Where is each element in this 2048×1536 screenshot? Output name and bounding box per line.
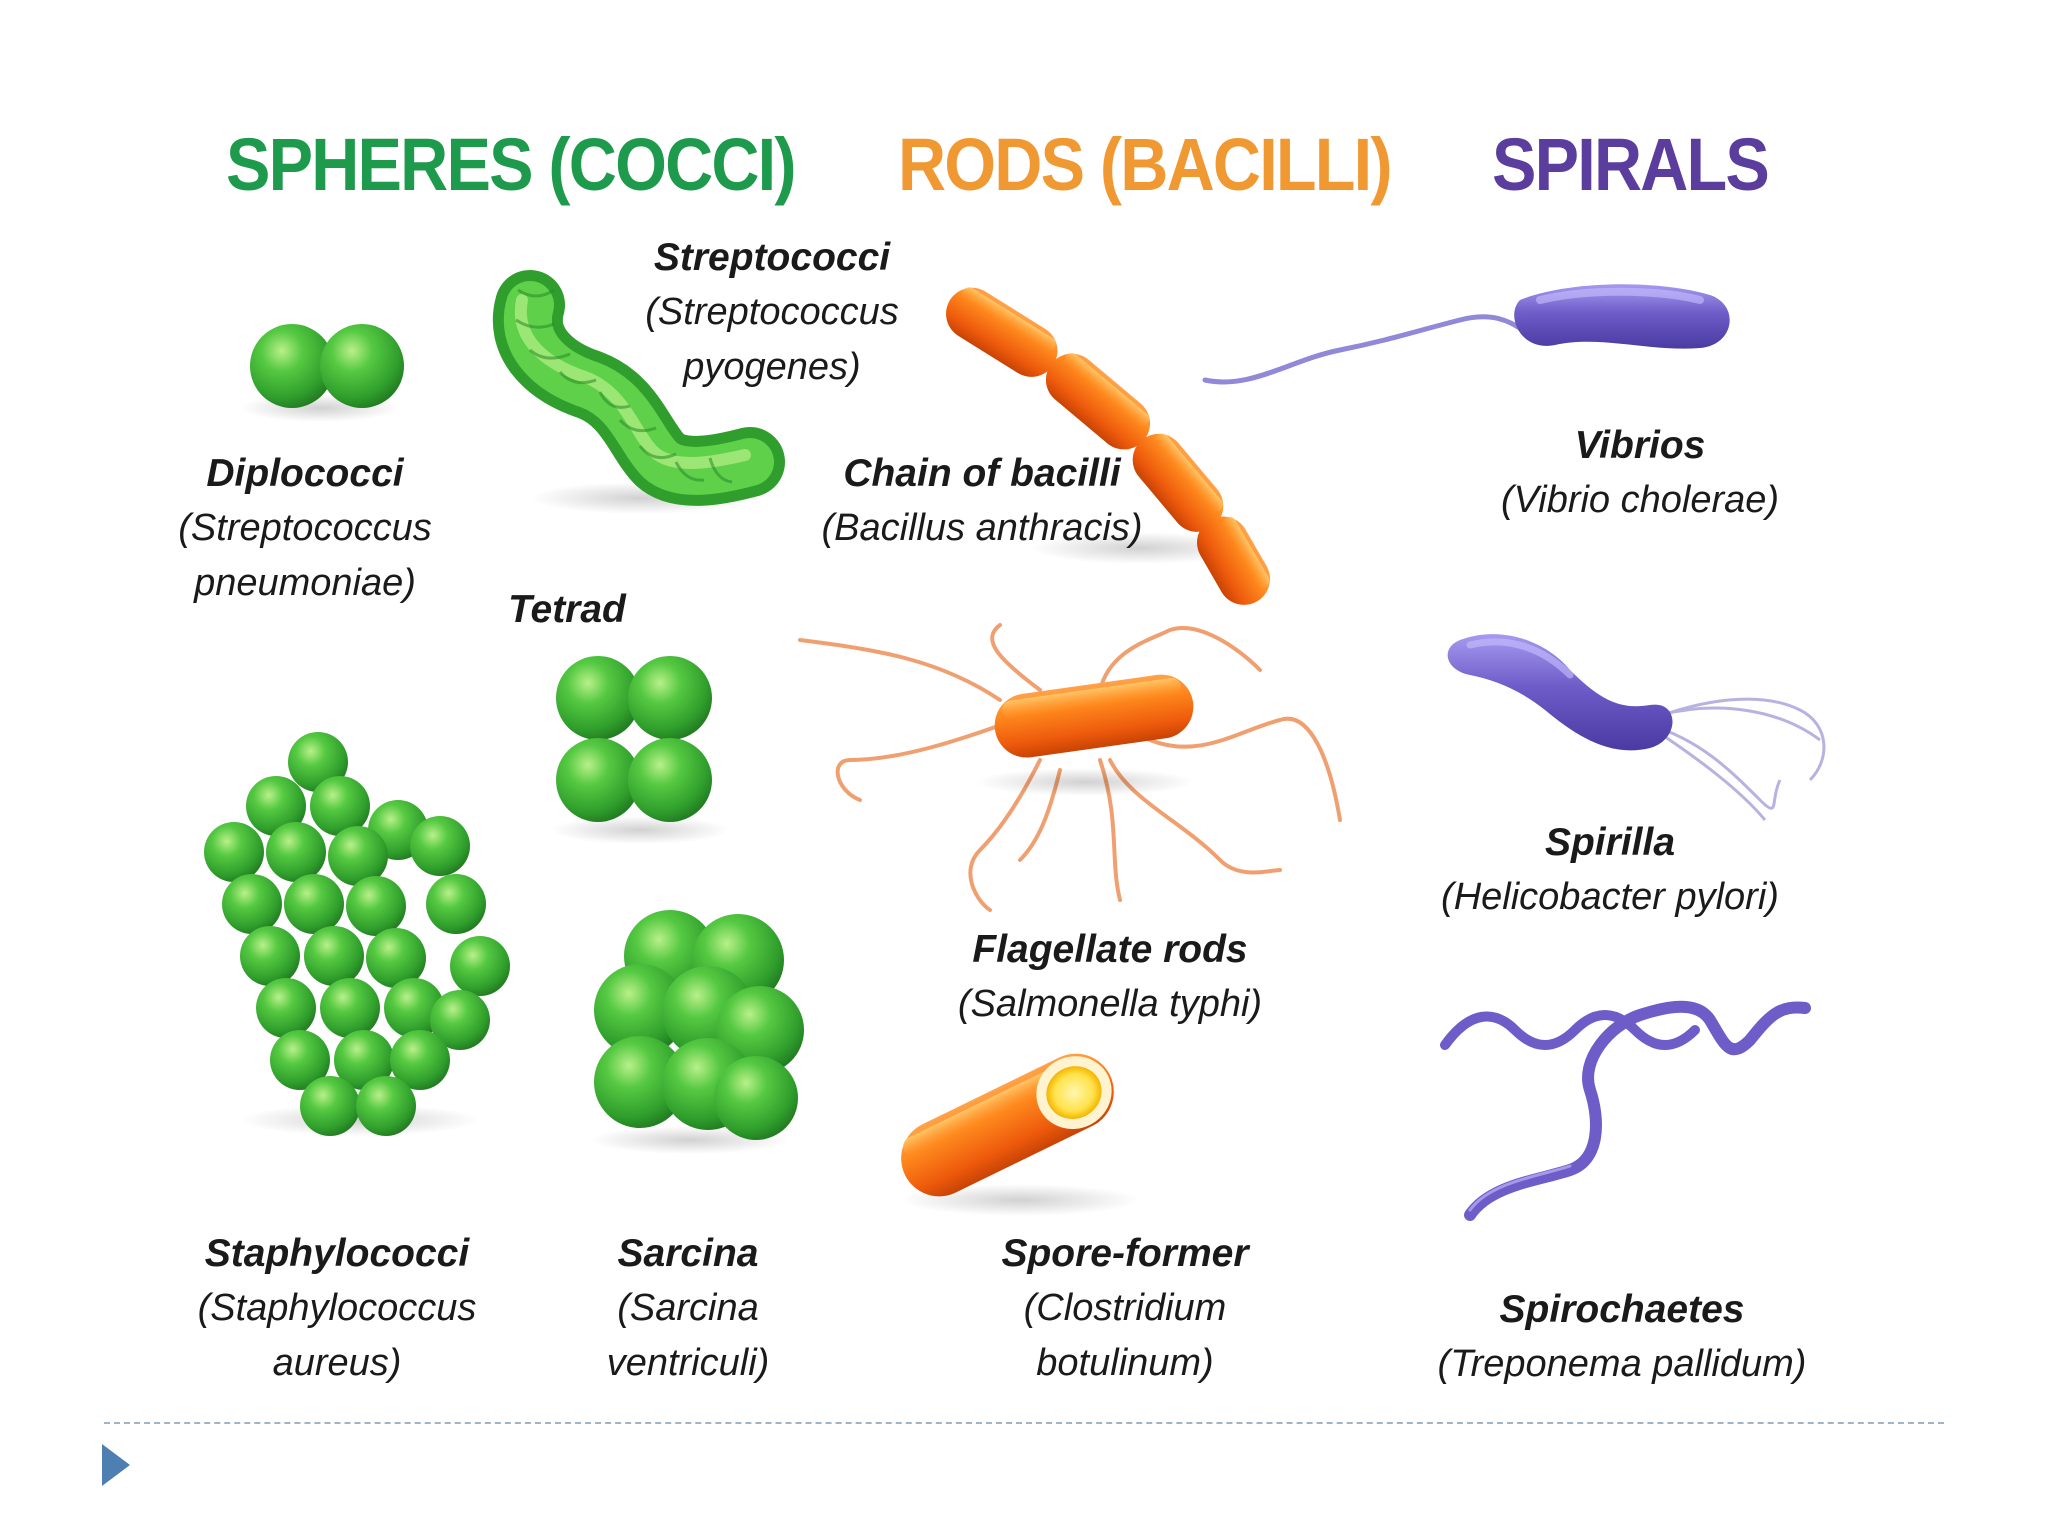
sarcina-example-line1: (Sarcina	[617, 1287, 759, 1329]
staphylococci-illustration	[204, 732, 510, 1136]
rods-header: RODS (BACILLI)	[898, 123, 1393, 206]
tetrad-illustration	[550, 656, 730, 844]
flagellate-rods-label: Flagellate rods (Salmonella typhi)	[958, 922, 1262, 1032]
spirochaetes-name: Spirochaetes	[1499, 1288, 1745, 1331]
triangle-right-icon	[102, 1444, 130, 1486]
staphylococci-label: Staphylococci (Staphylococcus aureus)	[198, 1226, 477, 1391]
chain-bacilli-name: Chain of bacilli	[843, 452, 1121, 495]
sarcina-example-line2: ventriculi)	[606, 1342, 770, 1384]
flagellate-rod-illustration	[798, 623, 1342, 912]
staphylococci-name: Staphylococci	[204, 1232, 470, 1275]
diplococci-label: Diplococci (Streptococcus pneumoniae)	[178, 446, 431, 611]
staphylococci-example-line1: (Staphylococcus	[197, 1287, 477, 1329]
spheres-header: SPHERES (COCCI)	[226, 123, 797, 206]
spirilla-example: (Helicobacter pylori)	[1441, 876, 1779, 918]
staphylococci-example-line2: aureus)	[272, 1342, 402, 1384]
vibrios-illustration	[1202, 284, 1730, 385]
chain-bacilli-label: Chain of bacilli (Bacillus anthracis)	[822, 446, 1143, 556]
diplococci-name: Diplococci	[206, 452, 404, 495]
sarcina-name: Sarcina	[617, 1232, 759, 1275]
spirals-header: SPIRALS	[1492, 123, 1770, 206]
vibrios-label: Vibrios (Vibrio cholerae)	[1501, 418, 1779, 528]
streptococci-example-line2: pyogenes)	[683, 346, 861, 388]
spirochaetes-label: Spirochaetes (Treponema pallidum)	[1438, 1282, 1807, 1392]
streptococci-label: Streptococci (Streptococcus pyogenes)	[645, 230, 898, 395]
diplococci-example-line2: pneumoniae)	[194, 562, 416, 604]
spirilla-illustration	[1447, 634, 1826, 821]
spirochaetes-example: (Treponema pallidum)	[1437, 1343, 1807, 1385]
spore-former-illustration	[900, 1053, 1140, 1216]
flagellate-rod-body	[975, 674, 1195, 796]
spore-former-name: Spore-former	[1001, 1232, 1249, 1275]
flagellate-rods-name: Flagellate rods	[972, 928, 1248, 971]
spirilla-name: Spirilla	[1544, 821, 1676, 864]
spore-former-example-line1: (Clostridium	[1023, 1287, 1227, 1329]
spore-former-example-line2: botulinum)	[1036, 1342, 1214, 1384]
sarcina-illustration	[590, 910, 804, 1154]
streptococci-name: Streptococci	[653, 236, 891, 279]
flagellate-rods-example: (Salmonella typhi)	[957, 983, 1263, 1025]
diplococci-example-line1: (Streptococcus	[178, 507, 432, 549]
spore-former-label: Spore-former (Clostridium botulinum)	[1001, 1226, 1248, 1391]
streptococci-example-line1: (Streptococcus	[645, 291, 899, 333]
streptococci-illustration	[492, 270, 785, 514]
footer-divider	[104, 1422, 1944, 1424]
tetrad-label: Tetrad	[508, 582, 626, 637]
vibrios-example: (Vibrio cholerae)	[1500, 479, 1780, 521]
sarcina-label: Sarcina (Sarcina ventriculi)	[607, 1226, 770, 1391]
chain-bacilli-example: (Bacillus anthracis)	[821, 507, 1143, 549]
vibrios-name: Vibrios	[1574, 424, 1706, 467]
spirilla-label: Spirilla (Helicobacter pylori)	[1441, 815, 1779, 925]
spirochaetes-illustration	[1440, 1000, 1811, 1221]
diplococci-illustration	[240, 324, 404, 422]
chain-bacilli-illustration	[946, 287, 1270, 605]
tetrad-name: Tetrad	[508, 588, 626, 631]
